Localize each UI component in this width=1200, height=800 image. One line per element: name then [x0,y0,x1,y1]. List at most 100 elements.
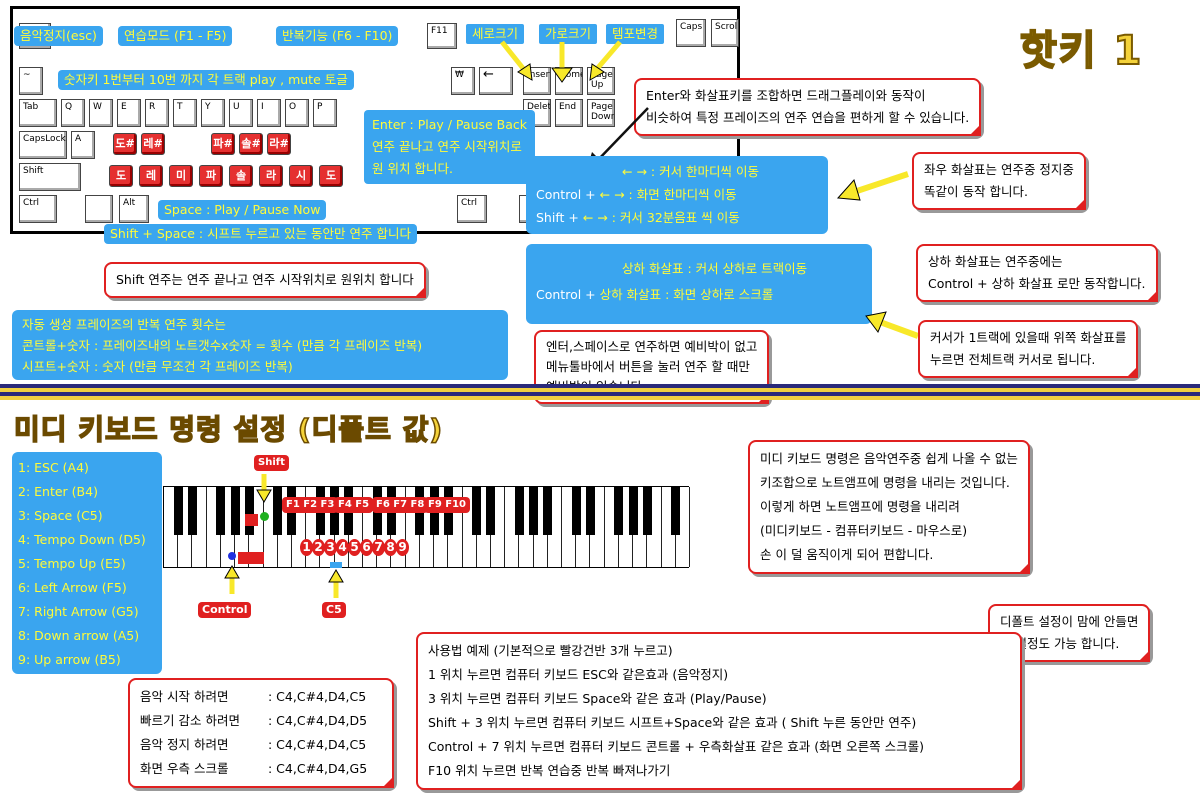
list-item: 9: Up arrow (B5) [18,652,121,667]
label-enter: Enter : Play / Pause Back 연주 끝나고 연주 시작위치… [364,110,536,184]
number-badge: 7 [372,539,385,556]
key-y: Y [201,99,225,127]
key-alt: Alt [119,195,149,223]
piano-black-key [529,487,539,535]
key-e: E [117,99,141,127]
key-q: Q [61,99,85,127]
piano-black-key [671,487,681,535]
key-note-mi: 미 [169,165,193,187]
key-won: ₩ [451,67,475,95]
list-item: 5: Tempo Up (E5) [18,556,126,571]
piano-black-key [472,487,482,535]
key-note-re: 레 [139,165,163,187]
key-c-sharp: 도# [113,133,137,155]
key-page-down: Page Down [587,99,615,127]
key-marker-c5 [330,562,342,568]
key-w: W [89,99,113,127]
note-shift-play: Shift 연주는 연주 끝나고 연주 시작위치로 원위치 합니다 [104,262,426,298]
label-horizontal-size: 가로크기 [537,22,600,46]
key-scroll-lock-indicator: Scroll Lock [711,19,739,47]
list-item: 3: Space (C5) [18,508,103,523]
usage-box: 사용법 예제 (기본적으로 빨강건반 3개 누르고) 1 위치 누르면 컴퓨터 … [416,632,1022,790]
updown-box: 상하 화살표 : 커서 상하로 트랙이동 Control + 상하 화살표 : … [526,244,872,324]
arrow-up-icon [224,565,240,594]
midi-description: 미디 키보드 명령은 음악연주중 쉽게 나올 수 없는 키조합으로 노트앰프에 … [748,440,1030,574]
key-note-do: 도 [109,165,133,187]
key-ctrl: Ctrl [19,195,57,223]
key-note-la: 라 [259,165,283,187]
label-control: Control [198,602,252,618]
piano-black-key [642,487,652,535]
key-note-do-high: 도 [319,165,343,187]
key-note-si: 시 [289,165,313,187]
key-a-sharp: 라# [267,133,291,155]
key-f11: F11 [427,23,457,49]
arrow-icon [836,171,909,201]
arrow-icon [865,311,920,339]
piano-black-key [273,487,283,535]
arrow-down-icon [256,474,272,503]
midi-command-list: 1: ESC (A4) 2: Enter (B4) 3: Space (C5) … [12,452,162,674]
number-badge: 3 [324,539,337,556]
list-item: 2: Enter (B4) [18,484,98,499]
key-ctrl-right: Ctrl [457,195,487,223]
label-space: Space : Play / Pause Now [158,200,327,220]
section-title-midi: 미디 키보드 명령 설정 (디폴트 값) [13,412,444,447]
piano-black-key [585,487,595,535]
number-badge: 9 [396,539,409,556]
label-vertical-size: 세로크기 [464,22,527,46]
piano-black-key [571,487,581,535]
label-shift: Shift [254,455,289,471]
repeat-box: 자동 생성 프레이즈의 반복 연주 횟수는 콘트롤+숫자 : 프레이즈내의 노트… [12,310,508,380]
key-p: P [313,99,337,127]
piano-black-key [216,487,226,535]
key-marker-red [245,514,258,526]
key-marker-red [238,552,264,564]
number-strip: 1 2 3 4 5 6 7 8 9 [300,539,409,556]
page-title-hotkey: 핫키 1 [1019,27,1144,75]
divider [0,396,1200,400]
key-marker-green [260,512,269,521]
key-shift: Shift [19,163,81,191]
key-backspace: ← [479,67,513,95]
arrows-box: ← → : 커서 한마디씩 이동 Control + ← → : 화면 한마디씩… [526,156,828,234]
label-fkeys: F6 F7 F8 [372,497,429,513]
list-item: 6: Left Arrow (F5) [18,580,127,595]
key-caps-lock-indicator: Caps Lock [676,19,706,47]
piano-black-key [486,487,496,535]
label-c5: C5 [322,602,346,618]
number-badge: 1 [300,539,313,556]
list-item: 1: ESC (A4) [18,460,89,475]
chords-box: 음악 시작 하려면: C4,C#4,D4,C5 빠르기 감소 하려면: C4,C… [128,678,394,788]
piano-black-key [628,487,638,535]
divider [0,388,1200,392]
key-note-sol: 솔 [229,165,253,187]
number-badge: 4 [336,539,349,556]
arrow-up-icon [328,569,344,598]
divider [0,384,1200,388]
label-fkeys: F1 F2 F3 [282,497,339,513]
note-updown: 상하 화살표는 연주중에는 Control + 상하 화살표 로만 동작합니다. [916,244,1158,302]
key-i: I [257,99,281,127]
piano-black-key [230,487,240,535]
key-f-sharp: 파# [211,133,235,155]
label-repeat: 반복기능 (F6 - F10) [276,26,399,46]
key-tilde: ~ [19,67,43,95]
label-fkeys: F4 F5 [334,497,374,513]
key-r: R [145,99,169,127]
number-badge: 2 [312,539,325,556]
note-drag: Enter와 화살표키를 조합하면 드래그플레이와 동작이 비슷하여 특정 프레… [634,78,982,136]
piano-black-key [244,487,254,535]
divider [0,392,1200,396]
key-o: O [285,99,309,127]
arrow-icons [500,40,622,83]
label-tempo-change: 템포변경 [604,22,667,46]
key-t: T [173,99,197,127]
key-a: A [71,131,95,159]
piano-black-key [173,487,183,535]
key-note-fa: 파 [199,165,223,187]
label-practice-mode: 연습모드 (F1 - F5) [118,26,233,46]
list-item: 8: Down arrow (A5) [18,628,140,643]
key-marker-blue [228,552,236,560]
piano-black-key [543,487,553,535]
